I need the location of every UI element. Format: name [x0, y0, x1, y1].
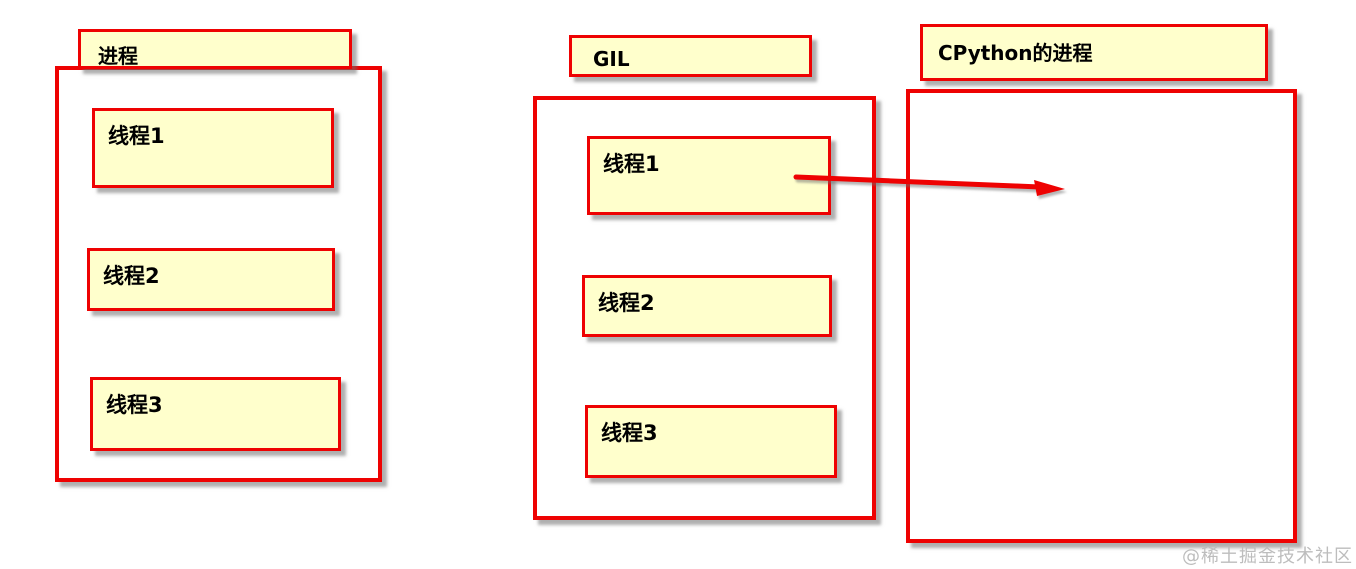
gil-title-label: GIL [593, 47, 630, 71]
process-title-label: 进程 [98, 44, 138, 68]
gil-title-box: GIL [569, 35, 812, 77]
process-thread-2-box: 线程2 [87, 248, 335, 311]
cpython-container [906, 89, 1297, 543]
thread-label: 线程3 [601, 421, 658, 445]
process-title-box: 进程 [78, 29, 352, 69]
cpython-title-label: CPython的进程 [938, 41, 1093, 65]
watermark-text: @稀土掘金技术社区 [1182, 546, 1353, 567]
thread-label: 线程2 [598, 291, 655, 315]
cpython-title-box: CPython的进程 [920, 24, 1268, 81]
thread-label: 线程3 [106, 393, 163, 417]
thread-label: 线程1 [108, 124, 165, 148]
process-thread-3-box: 线程3 [90, 377, 341, 451]
thread-label: 线程1 [603, 152, 660, 176]
process-thread-1-box: 线程1 [92, 108, 334, 188]
gil-thread-2-box: 线程2 [582, 275, 832, 337]
gil-thread-3-box: 线程3 [585, 405, 837, 478]
thread-label: 线程2 [103, 264, 160, 288]
gil-thread-1-box: 线程1 [587, 136, 831, 215]
